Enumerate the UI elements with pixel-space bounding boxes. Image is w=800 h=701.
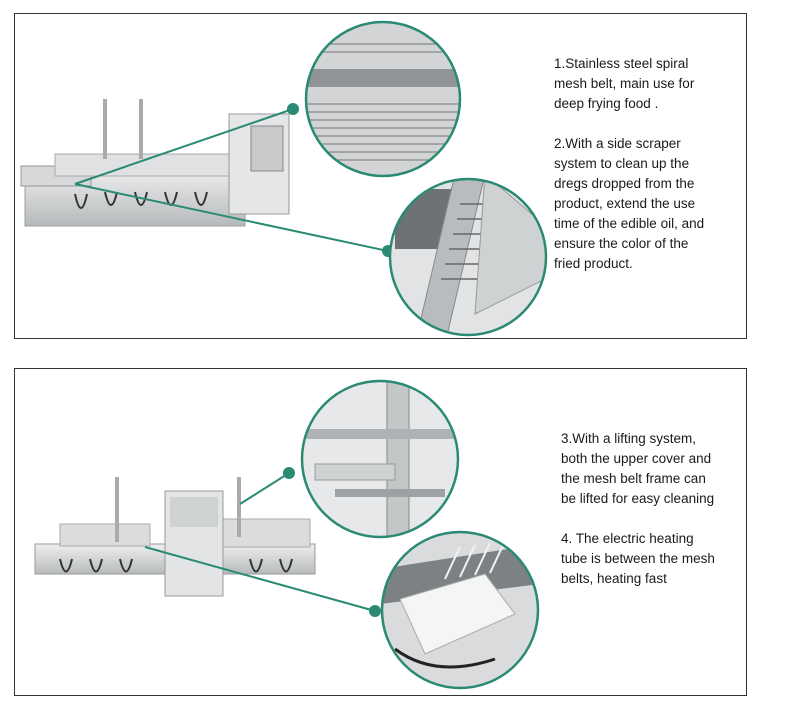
mesh-belt-closeup (306, 22, 460, 176)
feature-descriptions-2: 3.With a lifting system, both the upper … (561, 429, 746, 589)
continuous-fryer-machine (20, 99, 290, 227)
feature-panel-2: 3.With a lifting system, both the upper … (14, 368, 747, 696)
fryer-illustration-1 (20, 20, 548, 337)
callout-dot-1 (287, 103, 299, 115)
fryer-illustration-2 (34, 379, 540, 690)
feature-2-text: 2.With a side scraper system to clean up… (554, 136, 705, 271)
heating-tube-closeup (382, 532, 538, 688)
feature-4-text: 4. The electric heating tube is between … (561, 531, 715, 586)
callout-dot-3 (283, 467, 295, 479)
feature-1-text: 1.Stainless steel spiral mesh belt, main… (554, 56, 695, 111)
scraper-closeup (390, 179, 546, 335)
lifting-system-closeup (302, 381, 458, 537)
feature-3-text: 3.With a lifting system, both the upper … (561, 431, 715, 506)
feature-panel-1: 1.Stainless steel spiral mesh belt, main… (14, 13, 747, 339)
feature-descriptions-1: 1.Stainless steel spiral mesh belt, main… (554, 54, 744, 274)
callout-dot-4 (369, 605, 381, 617)
continuous-fryer-machine-2 (34, 477, 316, 597)
